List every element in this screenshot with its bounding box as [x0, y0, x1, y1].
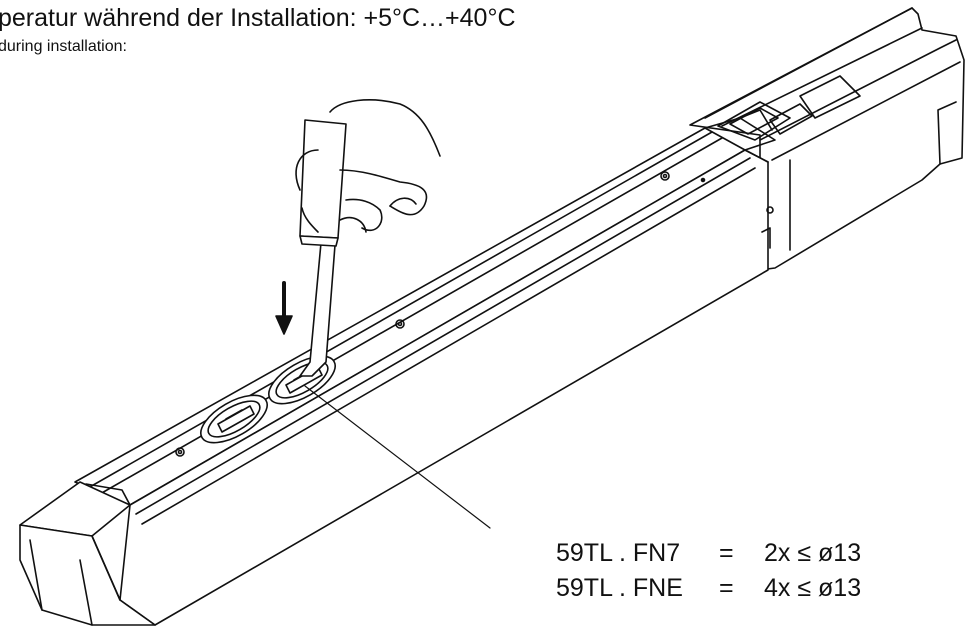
- left-end-cap: [19, 481, 156, 626]
- hand-illustration: [295, 99, 441, 233]
- cable-entry-left: [200, 394, 268, 444]
- cable-spec-table: 59TL . FN7 = 2x ≤ ø13 59TL . FNE = 4x ≤ …: [556, 536, 861, 606]
- spec-value: 2x ≤ ø13: [764, 539, 862, 567]
- spec-model: 59TL . FNE: [556, 574, 683, 602]
- spec-row: 59TL . FN7 = 2x ≤ ø13: [556, 536, 861, 571]
- insertion-arrow: [275, 281, 293, 335]
- leader-line: [304, 385, 491, 529]
- spec-equals: =: [719, 539, 734, 567]
- spec-equals: =: [719, 574, 734, 602]
- spec-model: 59TL . FN7: [556, 539, 681, 567]
- installation-temperature-heading: peratur während der Installation: +5°C…+…: [0, 4, 516, 32]
- screwdriver: [299, 119, 347, 377]
- spec-row: 59TL . FNE = 4x ≤ ø13: [556, 571, 861, 606]
- spec-value: 4x ≤ ø13: [764, 574, 862, 602]
- installation-temperature-subheading: during installation:: [0, 38, 127, 55]
